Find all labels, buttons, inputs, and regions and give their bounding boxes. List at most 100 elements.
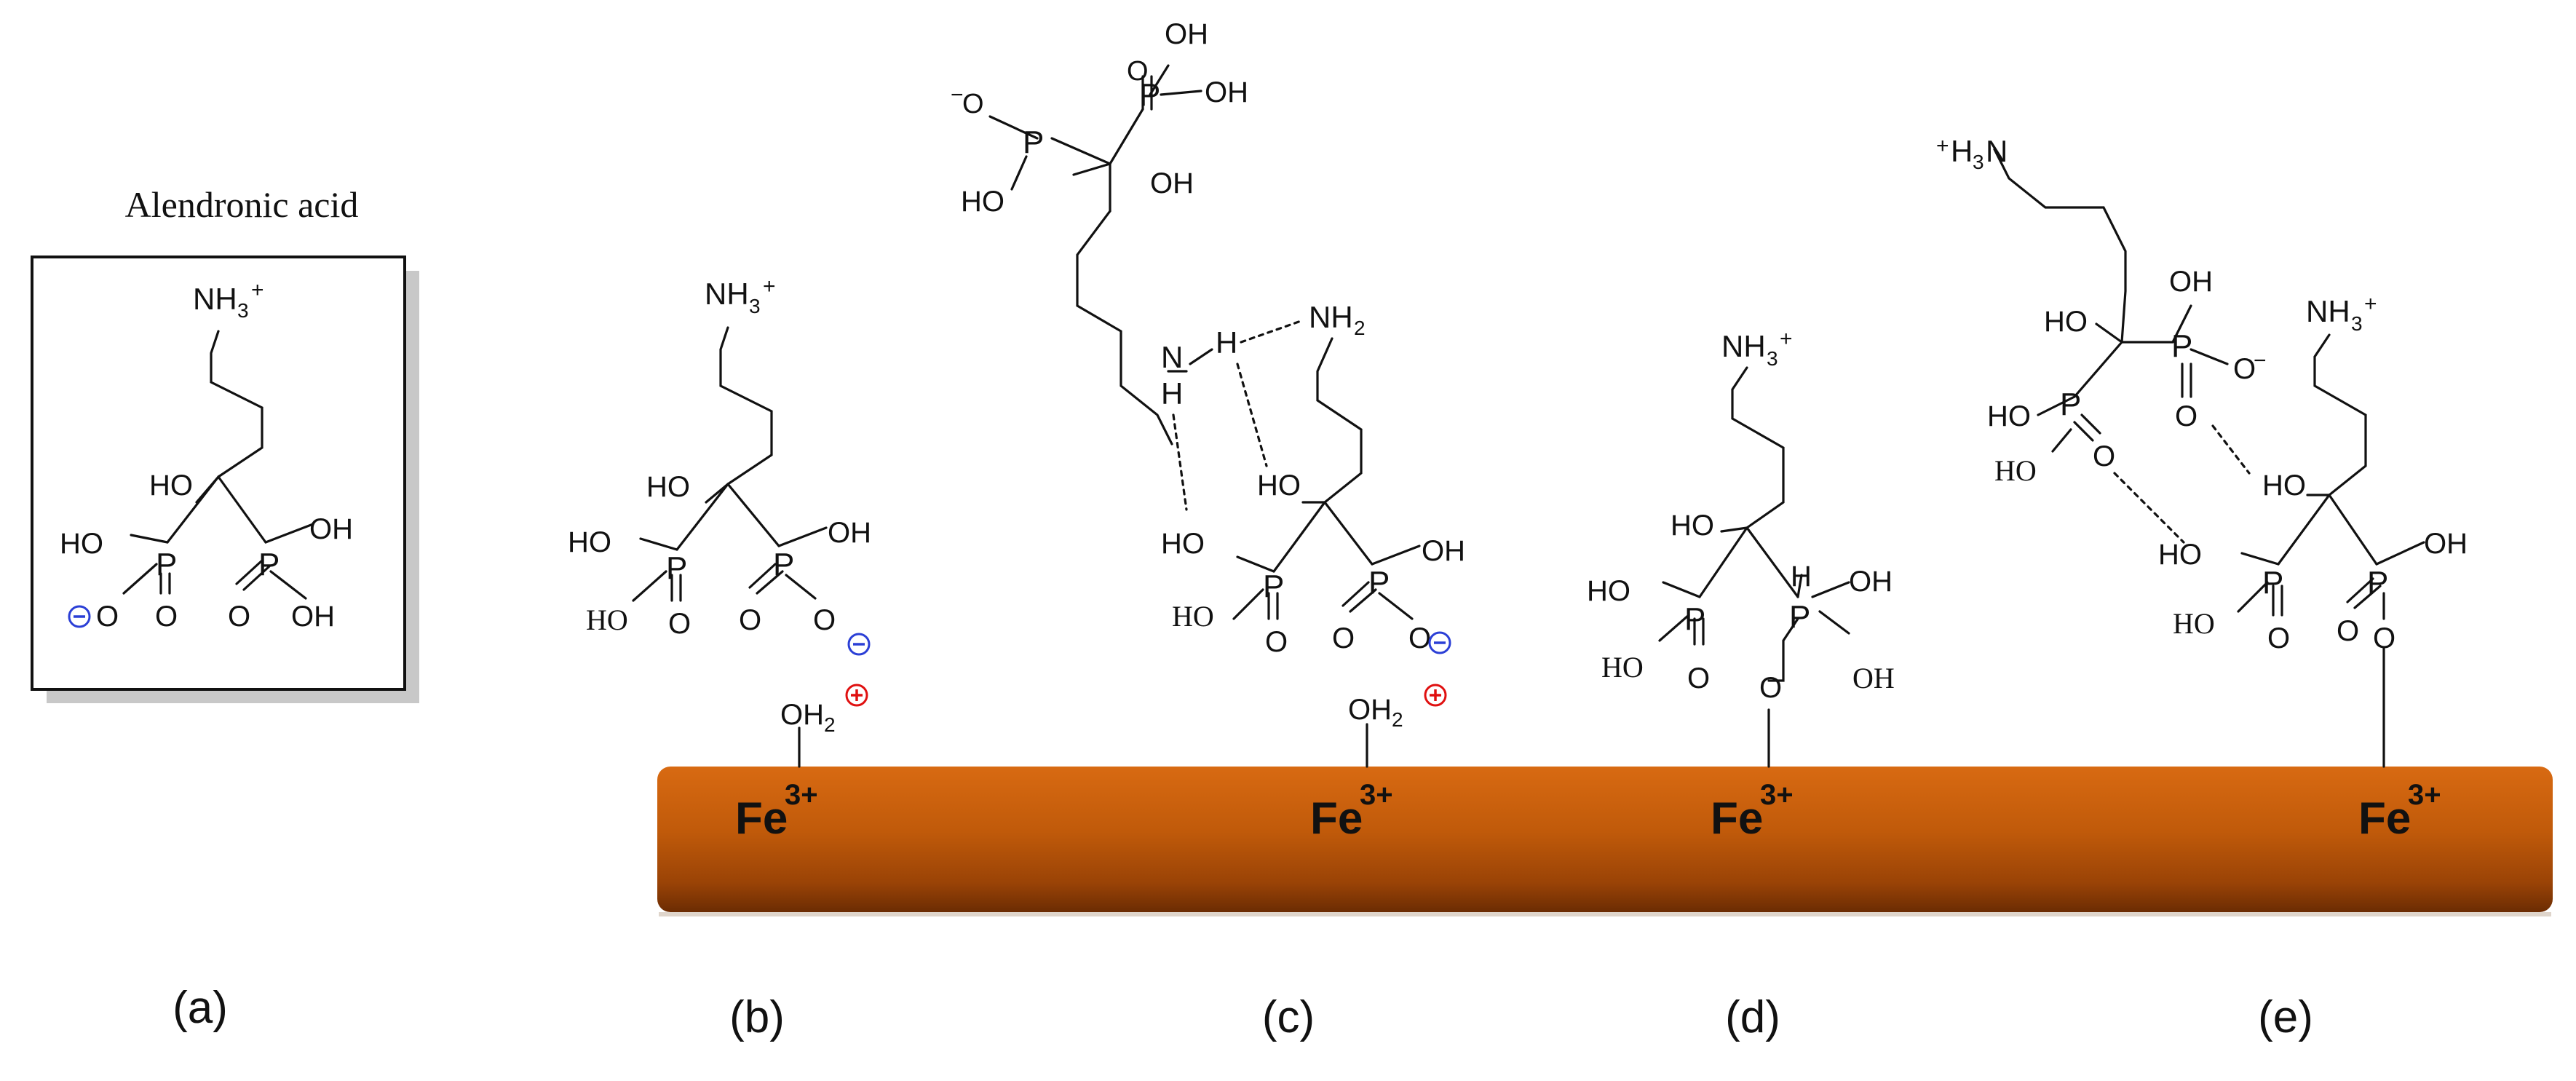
svg-text:NH: NH <box>1721 329 1766 363</box>
svg-text:P: P <box>2171 328 2192 364</box>
svg-text:O: O <box>1332 622 1355 654</box>
svg-text:HO: HO <box>1257 470 1301 502</box>
svg-text:P: P <box>773 547 794 582</box>
svg-text:OH: OH <box>828 517 871 549</box>
svg-text:+: + <box>1780 327 1793 351</box>
alendronate-structure-c-bottom: NH 2 HO HO P P OH HO O O O OH 2 <box>1161 300 1465 768</box>
alendronate-structure-e-bottom: NH 3 + HO HO P P OH HO O O O <box>2158 292 2468 768</box>
svg-text:3: 3 <box>1767 347 1778 370</box>
positive-charge-b <box>845 684 868 707</box>
svg-text:HO: HO <box>2262 470 2306 502</box>
iron-oxide-surface <box>657 767 2553 912</box>
svg-text:HO: HO <box>1987 400 2031 432</box>
svg-text:O: O <box>2093 440 2115 472</box>
svg-text:−: − <box>951 83 964 107</box>
svg-text:O: O <box>1265 626 1288 658</box>
svg-text:HO: HO <box>1172 600 1214 633</box>
hydrogen-bonds-c <box>1172 319 1304 511</box>
svg-text:O: O <box>2267 622 2290 654</box>
svg-text:O: O <box>228 601 250 633</box>
svg-text:O: O <box>96 601 119 633</box>
svg-text:O: O <box>1127 56 1149 87</box>
svg-text:HO: HO <box>568 526 611 558</box>
svg-text:OH: OH <box>2169 266 2213 298</box>
svg-text:O: O <box>2233 353 2256 385</box>
svg-text:O: O <box>2175 400 2197 432</box>
svg-text:P: P <box>1684 601 1705 637</box>
svg-text:P: P <box>666 550 687 586</box>
svg-text:3+: 3+ <box>2408 779 2441 811</box>
svg-text:+: + <box>1936 134 1949 158</box>
svg-text:NH: NH <box>705 277 749 311</box>
svg-text:+: + <box>2364 292 2377 316</box>
positive-charge-c <box>1424 684 1447 707</box>
surface-bottom-shadow <box>659 912 2551 916</box>
svg-text:HO: HO <box>1587 575 1630 607</box>
svg-text:P: P <box>2060 387 2081 422</box>
svg-text:2: 2 <box>1354 317 1366 339</box>
svg-text:P: P <box>1368 565 1390 601</box>
svg-text:NH: NH <box>1309 300 1353 334</box>
svg-text:HO: HO <box>646 471 690 503</box>
hydrogen-bonds-e <box>2113 424 2251 544</box>
alendronate-structure-d: NH 3 + HO HO P H P OH OH HO O O <box>1587 327 1895 768</box>
svg-text:3: 3 <box>237 299 249 322</box>
svg-text:3: 3 <box>1973 151 1984 173</box>
svg-text:Fe: Fe <box>735 793 788 844</box>
alendronate-structure-e-top: + H 3 N HO OH P O − O P HO HO O <box>1936 134 2267 487</box>
svg-text:HO: HO <box>586 603 628 636</box>
svg-text:+: + <box>763 274 776 298</box>
svg-text:O: O <box>1408 622 1431 654</box>
svg-text:HO: HO <box>2173 607 2215 640</box>
alendronate-structure-c-top: O − P HO O OH P OH OH N H H <box>951 18 1248 446</box>
svg-text:Fe: Fe <box>1711 793 1763 844</box>
fe-label-d: Fe 3+ <box>1711 779 1794 844</box>
alendronate-structure-a: NH 3 + HO HO P P OH O O O OH <box>60 278 353 633</box>
svg-text:OH: OH <box>291 601 335 633</box>
alendronic-acid-title: Alendronic acid <box>125 184 359 225</box>
svg-text:3+: 3+ <box>785 779 818 811</box>
panel-label-d: (d) <box>1725 992 1780 1042</box>
svg-text:2: 2 <box>824 713 836 736</box>
svg-text:O: O <box>2373 622 2395 654</box>
svg-text:HO: HO <box>961 186 1004 218</box>
svg-text:P: P <box>2367 565 2388 601</box>
svg-text:P: P <box>1789 599 1810 635</box>
svg-text:P: P <box>258 547 280 582</box>
svg-text:O: O <box>155 601 178 633</box>
svg-text:O: O <box>2337 615 2359 647</box>
svg-text:NH: NH <box>193 282 237 316</box>
fe-label-c: Fe 3+ <box>1310 779 1393 844</box>
svg-text:OH: OH <box>1150 167 1194 199</box>
svg-text:HO: HO <box>1161 528 1205 560</box>
fe-label-b: Fe 3+ <box>735 779 818 844</box>
negative-charge-c <box>1428 631 1451 654</box>
svg-text:OH: OH <box>1849 566 1893 598</box>
svg-text:O: O <box>668 608 691 640</box>
svg-text:H: H <box>1951 134 1973 168</box>
svg-text:P: P <box>2262 565 2283 601</box>
svg-text:N: N <box>1986 134 2008 168</box>
svg-text:HO: HO <box>2044 306 2088 338</box>
svg-text:HO: HO <box>149 470 193 502</box>
svg-text:OH: OH <box>1165 18 1208 50</box>
svg-text:OH: OH <box>780 699 824 731</box>
svg-text:+: + <box>251 278 264 302</box>
svg-text:3+: 3+ <box>1760 779 1794 811</box>
svg-text:HO: HO <box>2158 539 2202 571</box>
fe-label-e: Fe 3+ <box>2358 779 2441 844</box>
panel-label-e: (e) <box>2258 992 2313 1042</box>
svg-text:O: O <box>813 604 836 636</box>
svg-text:P: P <box>1263 569 1284 604</box>
svg-text:OH: OH <box>1205 76 1248 108</box>
svg-text:3: 3 <box>749 295 761 317</box>
panel-label-c: (c) <box>1262 992 1315 1042</box>
svg-text:O: O <box>1759 672 1782 704</box>
svg-text:2: 2 <box>1392 708 1403 731</box>
svg-text:P: P <box>156 547 177 582</box>
svg-text:−: − <box>2254 349 2267 373</box>
structure-box <box>31 256 406 691</box>
svg-text:HO: HO <box>1671 510 1714 542</box>
svg-text:Fe: Fe <box>1310 793 1363 844</box>
